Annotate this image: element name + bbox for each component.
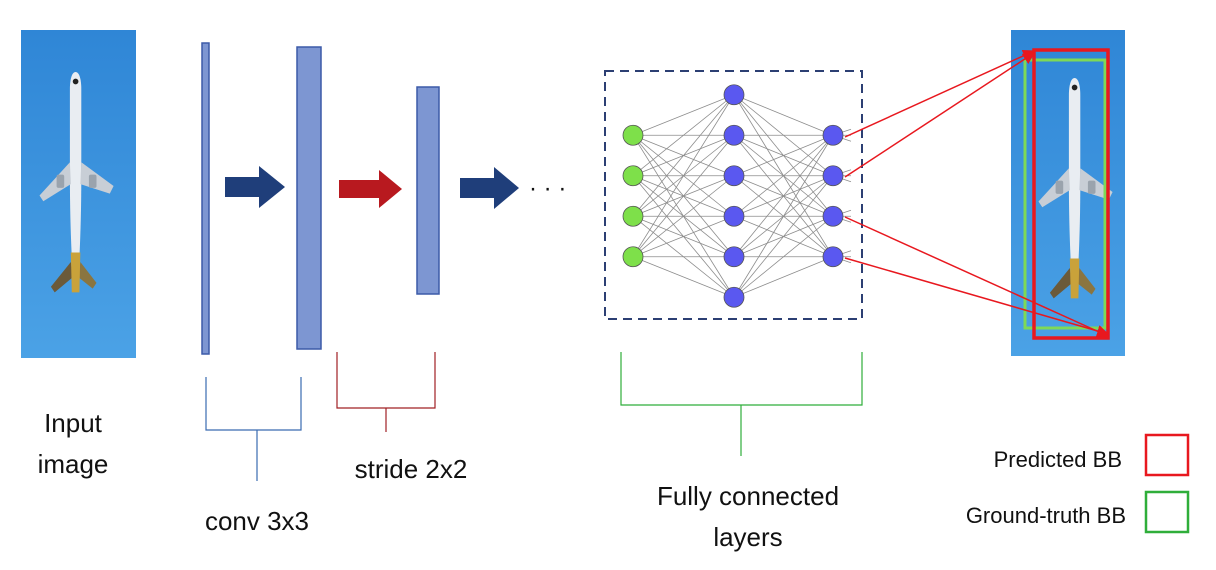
fc-edge xyxy=(632,94,735,136)
fc-bracket xyxy=(620,352,863,456)
stride-label: stride 2x2 xyxy=(355,454,468,484)
pooled-layer xyxy=(416,86,440,295)
bb-arrow xyxy=(844,257,1110,337)
output-image xyxy=(1011,30,1125,356)
output-node xyxy=(822,205,844,227)
legend: Predicted BB Ground-truth BB xyxy=(966,433,1190,534)
stride-arrow-icon xyxy=(339,170,402,208)
fc-edge xyxy=(733,175,834,298)
legend-ground-truth-swatch xyxy=(1144,490,1190,534)
input-node xyxy=(622,246,644,268)
predicted-box xyxy=(1032,48,1110,340)
fc-label-line2: layers xyxy=(713,522,782,552)
hidden-node xyxy=(723,205,745,227)
ellipsis: · · · xyxy=(529,175,566,202)
fc-edge xyxy=(733,256,834,298)
fc-edge xyxy=(632,94,735,257)
fc-edge xyxy=(632,256,735,298)
fc-edge xyxy=(733,94,834,136)
hidden-node xyxy=(723,165,745,187)
stride-bracket xyxy=(336,352,436,432)
input-node xyxy=(622,124,644,146)
bb-arrow xyxy=(844,50,1036,138)
fc-edge xyxy=(632,94,735,177)
input-image xyxy=(21,30,136,358)
fc-edge xyxy=(632,175,735,258)
legend-predicted-swatch xyxy=(1144,433,1190,477)
legend-ground-truth-label: Ground-truth BB xyxy=(966,503,1126,528)
output-node xyxy=(822,246,844,268)
conv-layer-2 xyxy=(296,46,322,350)
input-node xyxy=(622,205,644,227)
fc-edge xyxy=(632,134,735,258)
fc-label-line1: Fully connected xyxy=(657,481,839,511)
fc-edge xyxy=(733,215,834,298)
hidden-node xyxy=(723,84,745,106)
input-image-label-line1: Input xyxy=(44,408,103,438)
bb-arrow xyxy=(844,216,1110,338)
bb-mapping-arrows xyxy=(844,50,1110,338)
conv-bracket xyxy=(205,377,302,481)
output-node xyxy=(822,165,844,187)
fc-edge xyxy=(632,94,735,217)
hidden-node xyxy=(723,246,745,268)
hidden-node xyxy=(723,286,745,308)
conv-arrow-icon xyxy=(225,166,285,208)
fc-edge xyxy=(733,134,834,217)
conv-label: conv 3x3 xyxy=(205,506,309,536)
conv-layer-1 xyxy=(201,42,210,355)
hidden-node xyxy=(723,124,745,146)
fc-box xyxy=(604,70,863,320)
bb-arrow xyxy=(844,52,1036,178)
next-arrow-icon xyxy=(460,167,519,209)
fc-nodes xyxy=(622,84,844,308)
fc-edges xyxy=(632,94,852,298)
output-node xyxy=(822,124,844,146)
input-image-label-line2: image xyxy=(38,449,109,479)
fc-edge xyxy=(733,135,834,298)
fc-edge xyxy=(733,134,834,258)
fc-edge xyxy=(733,134,834,177)
legend-predicted-label: Predicted BB xyxy=(994,447,1122,472)
ground-truth-box xyxy=(1023,58,1107,330)
fc-edge xyxy=(632,215,735,258)
input-node xyxy=(622,165,644,187)
